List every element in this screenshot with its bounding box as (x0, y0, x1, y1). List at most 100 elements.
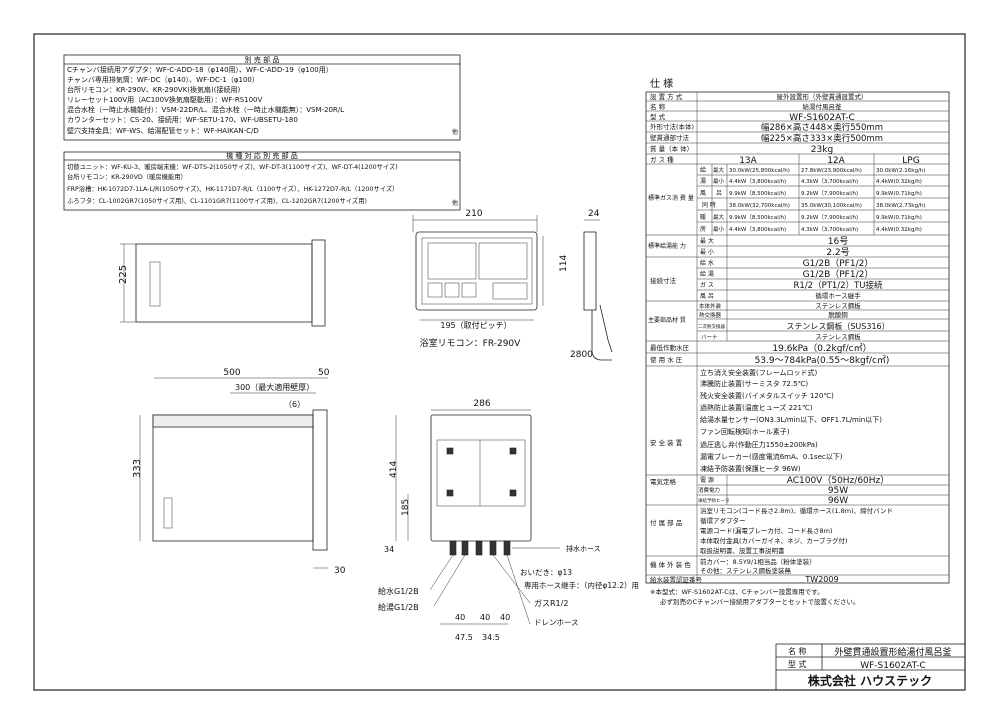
title-name-label: 名 称 (788, 646, 807, 656)
safety-item: 過熱防止装置(温度ヒューズ 221℃) (700, 403, 813, 412)
remote-drawing: 210 114 195（取付ピッチ） 浴室リモコン：FR-290V 24 280… (412, 209, 613, 361)
remote-label: 浴室リモコン：FR-290V (420, 337, 521, 349)
accessory-note: 他 (452, 128, 458, 136)
dim-2800: 2800 (570, 350, 593, 360)
row-danbo: 暖 (700, 213, 706, 221)
spec-value: WF-S1602AT-C (789, 113, 855, 123)
spec-value: 屋外設置形（外壁貫通設置式） (777, 92, 868, 101)
mat-value: ステンレス鋼板 (815, 301, 861, 310)
mat-label: 本体外装 (699, 302, 722, 310)
spec-label: 型 式 (650, 112, 666, 121)
conn-label: ガ ス (700, 281, 714, 289)
accessory-line: 台所リモコン：KR-290V、KR-290VK(換気扇)(接続用) (67, 85, 240, 94)
dim-40b: 40 (480, 613, 490, 622)
spec-included-rows: 付 属 部 品 浴室リモコン(コード長さ2.8m)、循環ホース(1.8m)、締付… (646, 506, 949, 584)
cons-value: 9.2kW（7,900kcal/h) (801, 190, 858, 197)
elec-label: 消費電力 (698, 486, 720, 494)
conn-value: G1/2B（PF1/2） (803, 258, 874, 269)
dim-114: 114 (559, 255, 569, 272)
dim-40c: 40 (500, 613, 510, 622)
included-item: 電源コード(漏電ブレーカ付、コード長さ8m) (700, 526, 833, 535)
accessory-line: 混合水栓（一時止水機能付）：VSM-22DR/L、混合水栓（一時止水機能無）：V… (67, 105, 344, 114)
title-block: 名 称 外壁貫通設置形給湯付風呂釜 型 式 WF-S1602AT-C 株式会社 … (775, 643, 966, 691)
spec-pressure-rows: 最低作動水圧 19.6kPa（0.2kgf/c㎡） 使 用 水 圧 53.9～7… (646, 343, 949, 367)
row-furo: 風 (700, 190, 706, 197)
row-max: 最大 (713, 213, 725, 221)
row-kyuto: 給 (700, 166, 706, 174)
conn-label: 給 湯 (700, 270, 714, 278)
side-view-bottom: 500 50 300（最大適用壁厚） （6） 333 30 (132, 368, 346, 576)
label-gas: ガスR1/2 (534, 598, 568, 608)
included-item: 循環アダプター (700, 516, 746, 525)
conn-label: 給 水 (700, 259, 714, 267)
model-accessory-line: 切替ユニット：WF-KU-3、暖房端末機：WF-DTS-2(1050サイズ)、W… (67, 162, 398, 171)
label-drain-hose: 排水ホース (566, 544, 601, 553)
dim-225: 225 (118, 265, 129, 284)
row-max: 最大 (713, 166, 725, 174)
mat-value: ステンレス鋼板 (815, 332, 861, 341)
elec-value: 95W (828, 486, 848, 496)
spec-value: 19.6kPa（0.2kgf/c㎡） (772, 343, 871, 354)
cap-max-value: 16号 (828, 236, 848, 247)
accessory-line: チャンバ専用排気筒：WF-DC（φ140）、WF-DC-1（φ100） (67, 75, 259, 84)
dim-6: （6） (284, 400, 305, 409)
spec-value: 幅225×高さ333×奥行500mm (761, 133, 883, 144)
row-danbo2: 房 (700, 225, 706, 233)
title-model-label: 型 式 (788, 659, 807, 669)
accessory-line: リレーセット100V用（AC100V換気扇駆動用）：WF-RS100V (67, 95, 262, 104)
elec-label: 凍結予防ヒータ (698, 497, 730, 504)
cons-value: 30.0kW(25,800kcal/h) (729, 168, 790, 174)
spec-label: 最低作動水圧 (650, 343, 690, 352)
spec-label: 標準ガス消 費 量 (648, 194, 694, 202)
accessory-line: カウンターセット：CS-20、接続用：WF-SETU-170、WF-UBSETU… (67, 115, 298, 124)
included-item: 本体取付金具(カバーガイネ、ネジ、カーブラグ付) (700, 536, 848, 545)
row-furo2: 呂 (716, 190, 722, 197)
label-kyuto: 給湯G1/2B (378, 602, 419, 612)
row-kyuto2: 湯 (700, 177, 706, 185)
dim-286: 286 (473, 399, 490, 409)
gas-type: 13A (739, 156, 757, 166)
spec-note: 必ず別売のCチャンバー接続用アダプターとセットで設置ください。 (660, 597, 859, 606)
spec-value: 23kg (811, 145, 833, 155)
spec-label: 安 全 装 置 (650, 438, 683, 447)
spec-value: 幅286×高さ448×奥行550mm (761, 122, 883, 133)
mat-label: バーナ (701, 334, 718, 341)
mat-value: 脱酸銅 (828, 310, 848, 319)
conn-value: R1/2（PT1/2）TU接続 (794, 280, 883, 291)
dim-50: 50 (318, 368, 330, 378)
cons-value: 9.9kW(0.71kg/h) (876, 191, 922, 197)
dim-300: 300（最大適用壁厚） (235, 382, 314, 392)
model-accessory-note: 他 (452, 199, 458, 207)
model-accessory-line: ふろフタ：CL-1002GR7(1050サイズ用)、CL-1101GR7(110… (67, 196, 367, 205)
dim-333: 333 (132, 459, 143, 478)
dim-40a: 40 (455, 613, 465, 622)
spec-material-rows: 主要部品材 質 本体外装 ステンレス鋼板 熱交換器 脱酸銅 二次熱交換器 ステン… (646, 301, 949, 342)
spec-label: 主要部品材 質 (648, 316, 686, 324)
spec-label: 機 体 外 装 色 (650, 560, 691, 569)
spec-label: 壁貫通部寸法 (650, 133, 690, 142)
spec-capacity-rows: 標準給湯能 力 最 大 16号 最 小 2.2号 (646, 235, 949, 258)
spec-label: 使 用 水 圧 (650, 355, 683, 364)
spec-label: 給水装置認証番号 (650, 575, 703, 584)
safety-item: 立ち消え安全装置(フレームロッド式) (700, 368, 818, 377)
safety-item: 漏電ブレーカー(感度電流6mA、0.1sec以下) (700, 452, 843, 461)
cons-value: 35.0kW(30,100kcal/h) (801, 203, 862, 209)
model-accessories-title: 機 種 対 応 別 売 部 品 (226, 151, 298, 160)
cons-value: 9.9kW(0.71kg/h) (876, 215, 922, 221)
row-min: 最小 (713, 225, 725, 233)
safety-item: ファン回転検知(ホール素子) (700, 427, 790, 436)
safety-item: 過圧逃し弁(作動圧力1550±200kPa) (700, 440, 818, 449)
safety-item: 残火安全装置(バイメタルスイッチ 120℃) (700, 391, 834, 400)
label-drain: ドレンホース (534, 618, 579, 627)
spec-label: 設 置 方 式 (650, 92, 683, 101)
conn-value: G1/2B（PF1/2） (803, 269, 874, 280)
cons-value: 4.3kW（3,700kcal/h) (801, 226, 858, 233)
dim-24: 24 (588, 209, 600, 219)
title-name-value: 外壁貫通設置形給湯付風呂釜 (834, 646, 951, 658)
row-doji: 同 時 (702, 201, 716, 209)
cons-value: 9.2kW（7,900kcal/h) (801, 214, 858, 221)
conn-label: 風 呂 (700, 293, 714, 300)
elec-value: 96W (828, 496, 848, 506)
